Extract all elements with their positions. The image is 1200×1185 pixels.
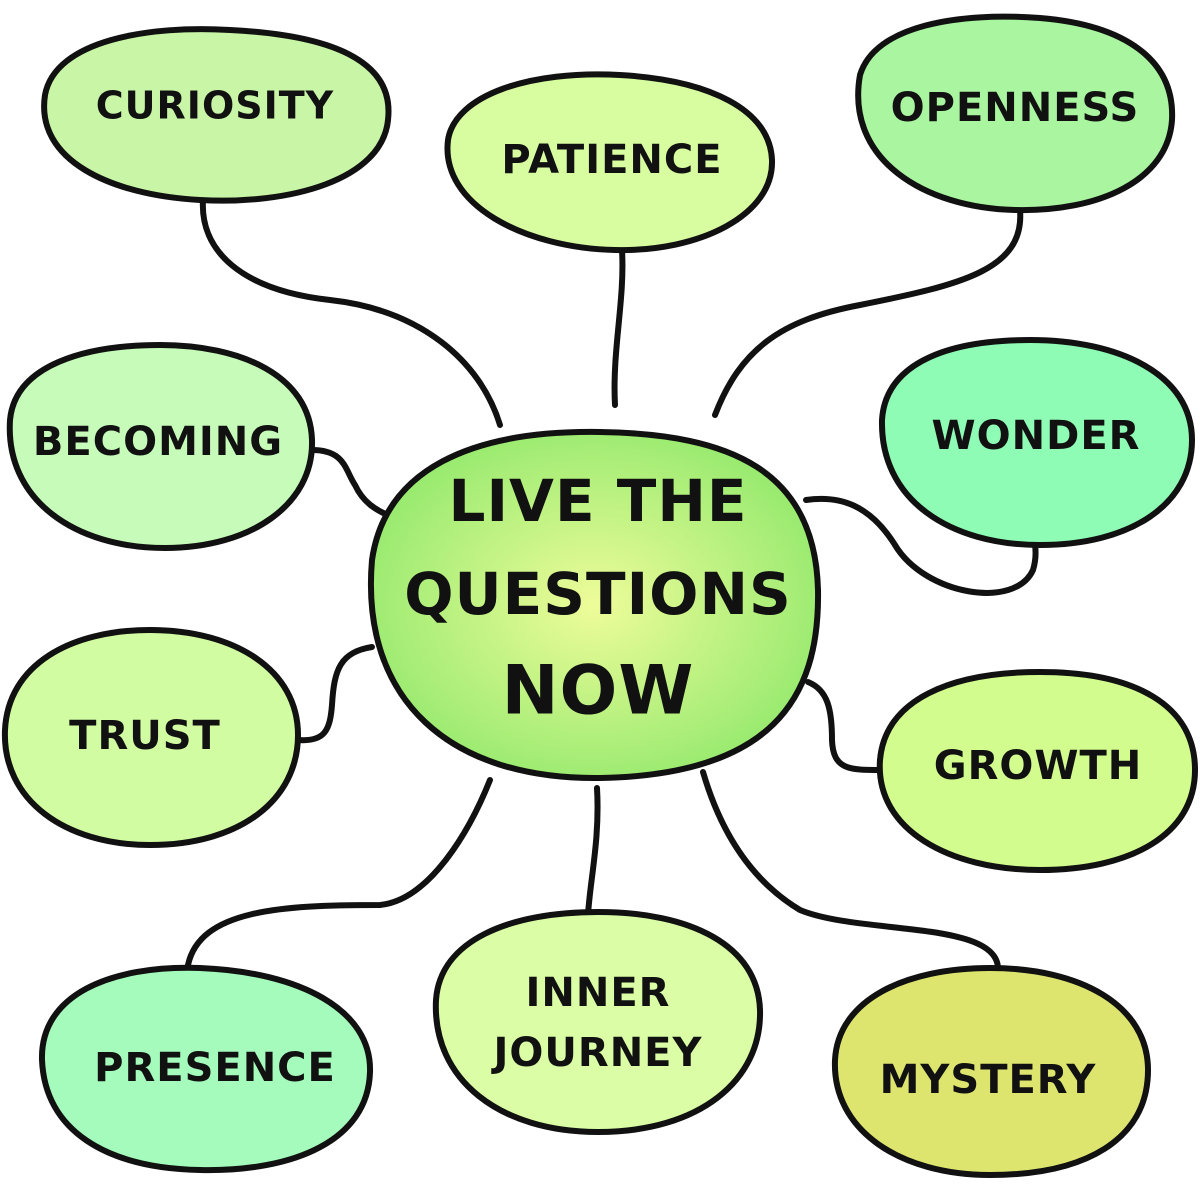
connector-wonder	[803, 495, 1039, 596]
label-wonder: WONDER	[932, 413, 1141, 459]
central-line-1: LIVE THE	[449, 467, 748, 535]
connector-inner-journey	[585, 785, 601, 918]
central-topic: LIVE THE QUESTIONS NOW	[367, 428, 822, 782]
label-inner-journey-line2: JOURNEY	[491, 1030, 703, 1076]
bubble-patience	[444, 71, 776, 254]
node-openness: OPENNESS	[855, 13, 1176, 214]
central-line-2: QUESTIONS	[404, 560, 792, 628]
label-openness: OPENNESS	[891, 85, 1140, 131]
bubble-trust	[1, 627, 301, 848]
bubble-openness	[855, 13, 1176, 214]
connector-becoming	[309, 447, 395, 520]
node-curiosity: CURIOSITY	[41, 26, 392, 204]
node-growth: GROWTH	[876, 669, 1198, 873]
node-trust: TRUST	[1, 627, 301, 848]
bubble-curiosity	[41, 26, 392, 204]
label-mystery: MYSTERY	[880, 1057, 1097, 1103]
node-presence: PRESENCE	[38, 964, 374, 1174]
node-patience: PATIENCE	[444, 71, 776, 254]
label-curiosity: CURIOSITY	[96, 84, 334, 128]
label-patience: PATIENCE	[501, 137, 722, 183]
label-growth: GROWTH	[934, 743, 1143, 789]
connector-curiosity	[199, 197, 503, 428]
connector-openness	[712, 207, 1024, 418]
bubble-becoming	[6, 342, 316, 551]
node-wonder: WONDER	[878, 337, 1195, 548]
connector-patience	[611, 247, 626, 408]
label-inner-journey-line1: INNER	[526, 970, 671, 1016]
connectors	[185, 197, 1039, 973]
node-mystery: MYSTERY	[831, 965, 1151, 1178]
node-becoming: BECOMING	[6, 342, 316, 551]
node-inner-journey: INNER JOURNEY	[432, 909, 764, 1135]
connector-growth	[805, 679, 883, 773]
bubble-mystery	[831, 965, 1151, 1178]
label-becoming: BECOMING	[33, 419, 283, 465]
central-line-3: NOW	[502, 652, 695, 731]
label-presence: PRESENCE	[94, 1045, 336, 1091]
connector-trust	[295, 644, 375, 744]
label-trust: TRUST	[69, 713, 221, 759]
connector-presence	[185, 777, 493, 968]
connector-mystery	[700, 769, 1002, 973]
bubble-growth	[876, 669, 1198, 873]
central-bubble	[367, 428, 822, 782]
bubble-wonder	[878, 337, 1195, 548]
bubble-presence	[38, 964, 374, 1174]
bubble-inner-journey	[432, 909, 764, 1135]
